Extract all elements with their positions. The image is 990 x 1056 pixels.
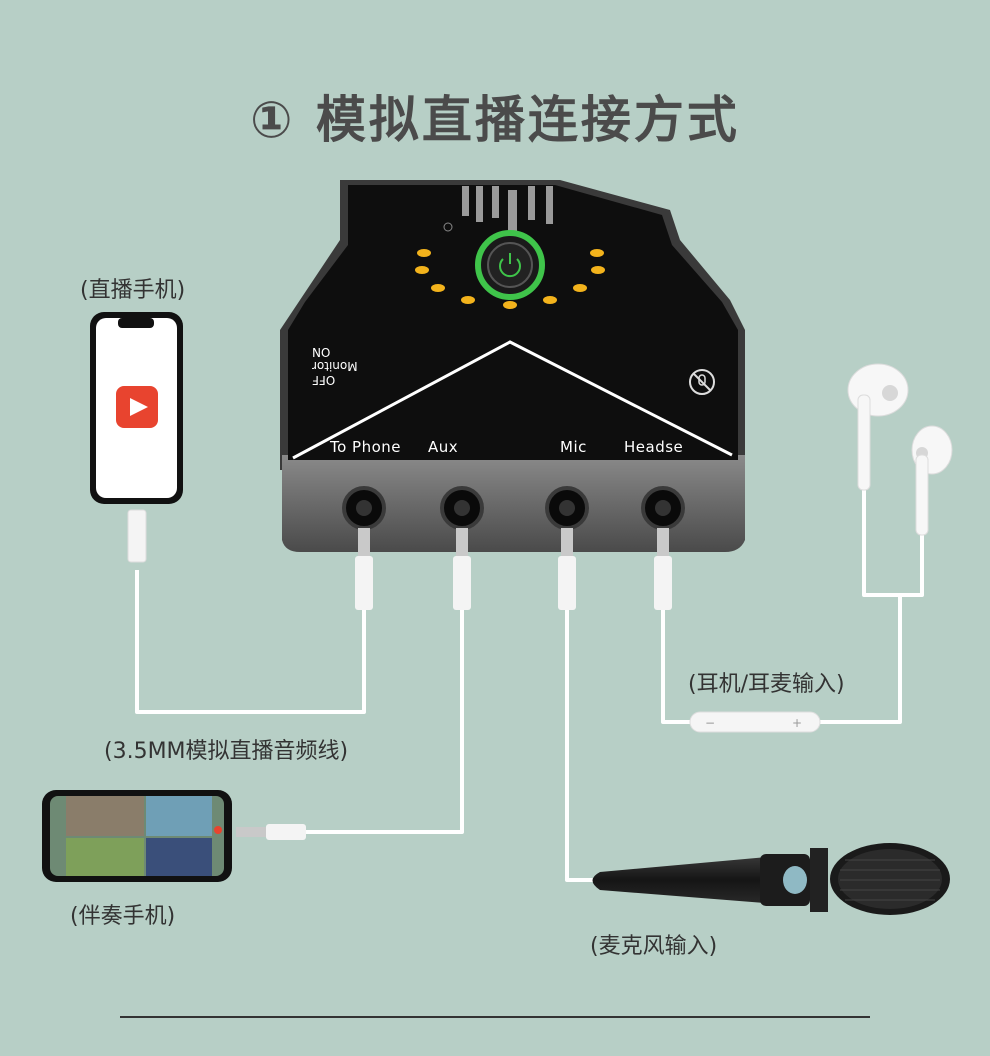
svg-text:+: +	[792, 716, 802, 730]
svg-text:−: −	[705, 716, 715, 730]
caption-mic-input: (麦克风输入)	[590, 934, 718, 959]
caption-accompany-phone: (伴奏手机)	[70, 904, 176, 929]
monitor-on-label: ON	[312, 345, 331, 359]
monitor-switch-label: OFF Monitor ON	[312, 345, 358, 387]
live-phone	[90, 312, 183, 563]
accompany-phone	[42, 790, 232, 882]
microphone	[592, 843, 950, 915]
power-icon[interactable]	[475, 230, 545, 300]
brand-logo	[462, 186, 553, 232]
panel-triangle	[292, 340, 733, 460]
port-label-aux: Aux	[428, 438, 459, 456]
caption-live-phone: (直播手机)	[80, 278, 186, 303]
live-app-icon	[116, 386, 158, 428]
headset-remote[interactable]: − +	[689, 711, 821, 733]
port-label-mic: Mic	[560, 438, 587, 456]
audio-plugs	[236, 528, 672, 840]
sound-card-device	[280, 180, 745, 552]
led-ring	[415, 249, 605, 309]
port-jacks	[342, 486, 685, 530]
page-title: ① 模拟直播连接方式	[250, 91, 740, 149]
bottom-divider	[120, 1016, 870, 1018]
earphones	[847, 363, 953, 536]
caption-cable: (3.5MM模拟直播音频线)	[104, 739, 349, 764]
cables	[135, 490, 924, 882]
port-label-to-phone: To Phone	[330, 438, 402, 456]
monitor-label: Monitor	[312, 359, 358, 373]
monitor-off-label: OFF	[312, 373, 336, 387]
caption-headset-input: (耳机/耳麦输入)	[688, 672, 845, 697]
port-label-headset: Headse	[624, 438, 684, 456]
mic-mute-icon[interactable]	[689, 369, 715, 395]
